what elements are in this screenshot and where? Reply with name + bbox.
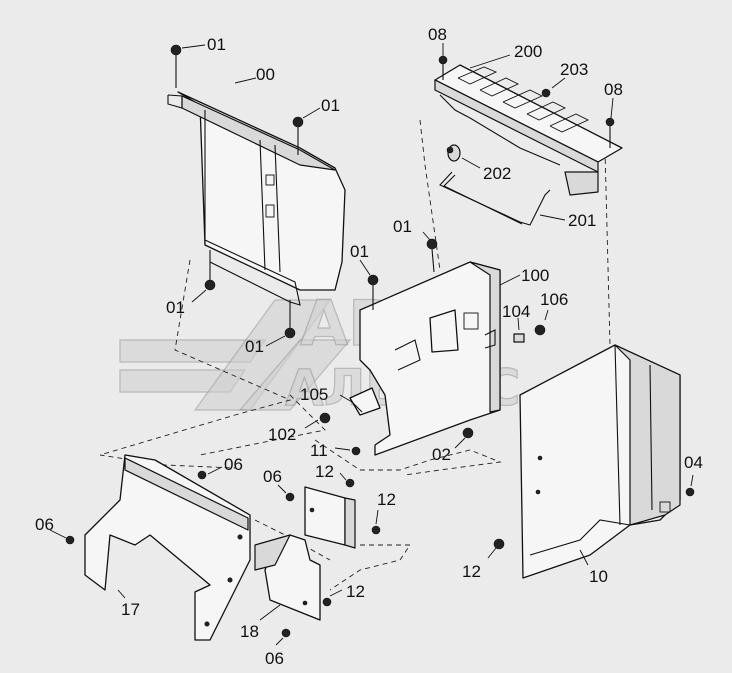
bolt-04 — [685, 487, 695, 497]
callout-labels: 01 00 01 01 01 01 01 08 200 203 08 202 2… — [35, 25, 703, 668]
bolt-06a — [197, 470, 207, 480]
callout-00: 00 — [256, 65, 275, 84]
callout-02: 02 — [432, 445, 451, 464]
callout-06-left: 06 — [35, 515, 54, 534]
bolt-11 — [351, 446, 361, 456]
callout-100: 100 — [521, 266, 549, 285]
callout-01-panel-bottom: 01 — [245, 337, 264, 356]
callout-202: 202 — [483, 164, 511, 183]
bolt-12d — [493, 538, 505, 550]
fasteners — [65, 44, 695, 638]
bolt-08b — [605, 117, 615, 148]
part-105-clip — [349, 387, 381, 416]
bolt-01f — [426, 238, 438, 273]
bolt-102 — [319, 412, 331, 424]
callout-12-lower: 12 — [346, 582, 365, 601]
bolt-01a — [170, 44, 182, 88]
callout-105: 105 — [300, 385, 328, 404]
callout-201: 201 — [568, 211, 596, 230]
callout-01-bracket-left: 01 — [350, 242, 369, 261]
callout-01-panel-left: 01 — [166, 298, 185, 317]
bolt-06d — [281, 628, 291, 638]
bolt-06b — [285, 492, 295, 502]
callout-12-panel: 12 — [462, 562, 481, 581]
part-201-rod — [439, 171, 551, 226]
bolt-01c — [204, 250, 216, 291]
callout-01-top: 01 — [207, 35, 226, 54]
bolt-12b — [371, 525, 381, 535]
bolt-12c — [322, 597, 332, 607]
callout-18: 18 — [240, 622, 259, 641]
part-10-side-panel — [519, 344, 681, 579]
callout-12-top: 12 — [315, 462, 334, 481]
leader-lines — [49, 43, 694, 646]
part-100-mid-bracket — [359, 261, 501, 456]
callout-08-right: 08 — [604, 80, 623, 99]
callout-06-bottom: 06 — [265, 649, 284, 668]
callout-17: 17 — [121, 600, 140, 619]
bolt-12a — [345, 478, 355, 488]
bolt-02 — [462, 427, 474, 439]
callout-200: 200 — [514, 42, 542, 61]
callout-01-bracket-top: 01 — [393, 217, 412, 236]
callout-203: 203 — [560, 60, 588, 79]
callout-12-right: 12 — [377, 490, 396, 509]
callout-08-left: 08 — [428, 25, 447, 44]
bolt-01b — [292, 116, 304, 155]
part-18-lower-bracket — [254, 486, 356, 621]
callout-06-bracket-17: 06 — [224, 455, 243, 474]
nut-104 — [513, 333, 525, 343]
callout-10: 10 — [589, 567, 608, 586]
callout-01-panel-top: 01 — [321, 96, 340, 115]
bolt-06c — [65, 535, 75, 545]
callout-11: 11 — [310, 441, 328, 460]
callout-106: 106 — [540, 290, 568, 309]
callout-04: 04 — [684, 453, 703, 472]
callout-06-bracket-18: 06 — [263, 467, 282, 486]
bolt-01d — [284, 300, 296, 339]
knob-202 — [446, 144, 461, 162]
part-200-top-plate — [434, 64, 623, 196]
bolt-01e — [367, 274, 379, 310]
part-00-front-panel — [167, 91, 346, 306]
callout-104: 104 — [502, 302, 530, 321]
part-17-lower-bracket — [84, 454, 251, 641]
callout-102: 102 — [268, 425, 296, 444]
bolt-106 — [534, 324, 546, 336]
bolt-203 — [541, 88, 551, 98]
